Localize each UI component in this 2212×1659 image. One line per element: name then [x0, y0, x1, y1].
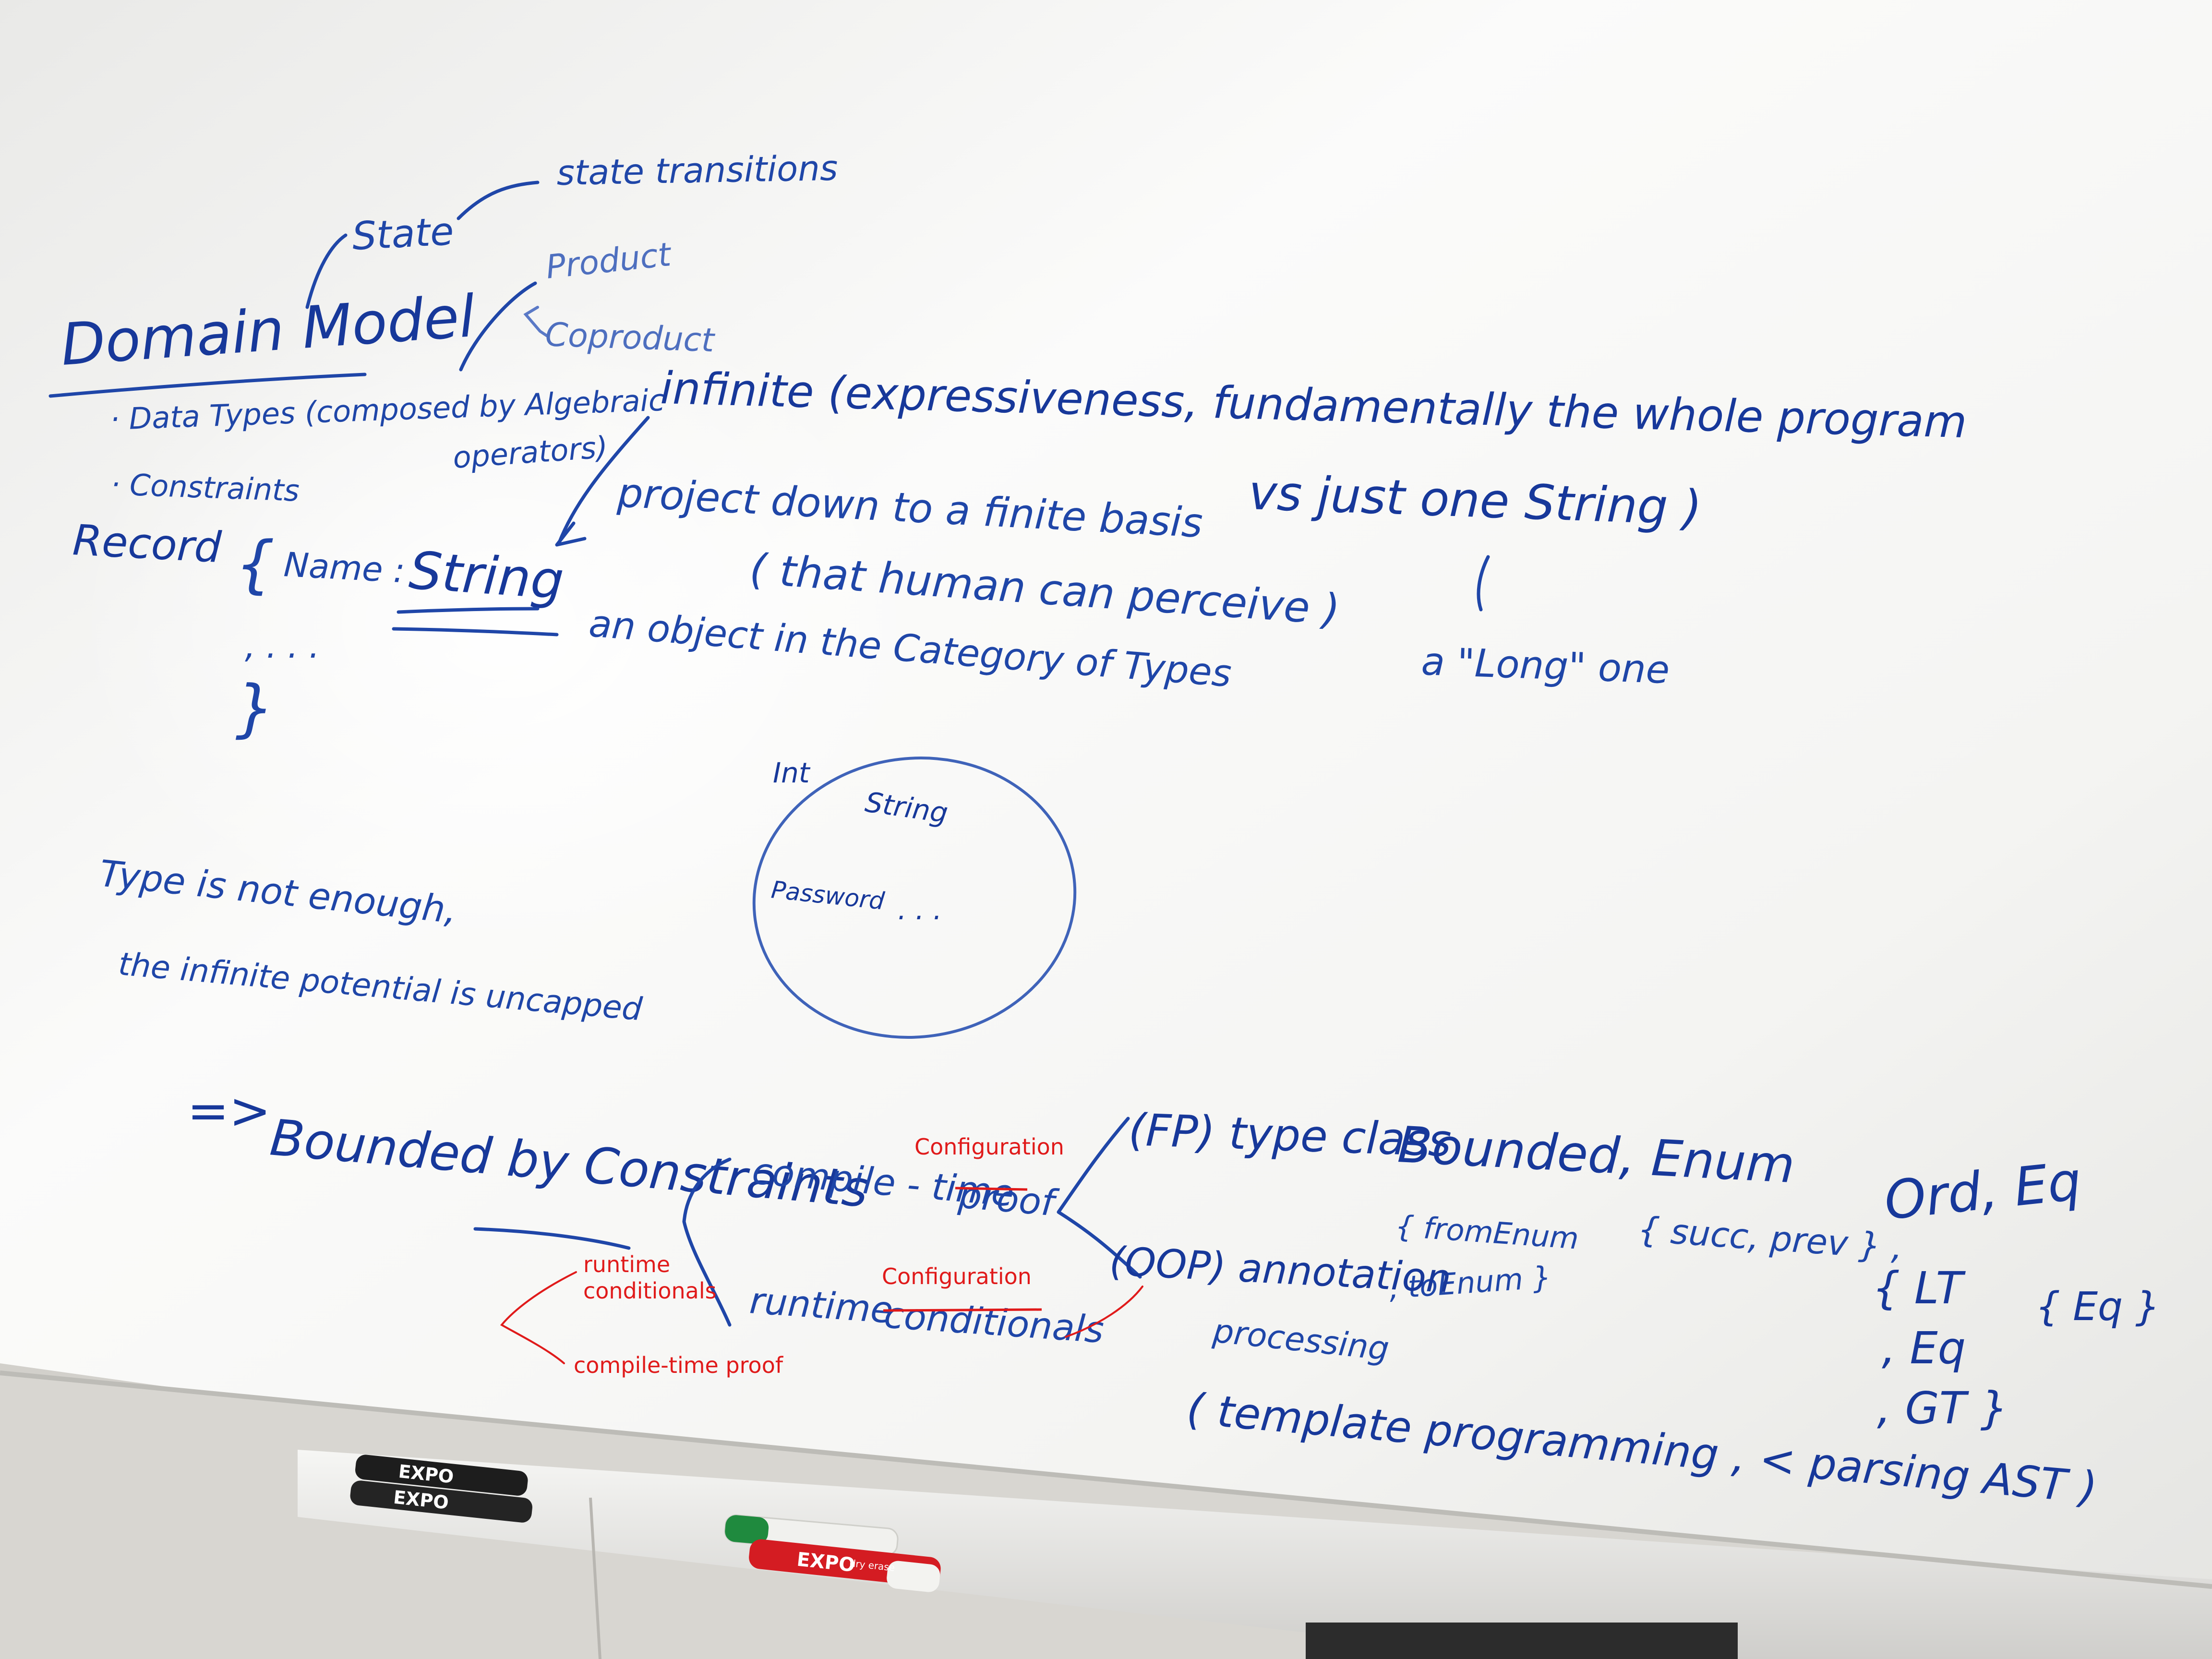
coproduct-text: Coproduct — [544, 316, 716, 360]
ord-eq-item: , Eq — [1882, 1322, 1966, 1374]
red-configuration-top: Configuration — [914, 1134, 1064, 1160]
state-transitions-text: state transitions — [556, 148, 838, 193]
marker-tray — [298, 1450, 2212, 1659]
state-text: State — [351, 209, 455, 259]
implies-arrow: => — [187, 1082, 271, 1140]
runtime-text: runtime — [748, 1279, 895, 1332]
record-field-type: String — [407, 541, 565, 611]
circle-int: Int — [773, 757, 811, 789]
proof-text: proof — [956, 1173, 1060, 1225]
record-more: , . . . — [245, 626, 320, 666]
record-keyword: Record — [72, 515, 223, 572]
circle-ellipsis: . . . — [898, 893, 942, 926]
red-compile-time-proof: compile-time proof — [574, 1352, 784, 1378]
green-marker[interactable] — [724, 1514, 899, 1556]
red-runtime: runtime — [583, 1251, 670, 1277]
ord-lt: { LT — [1872, 1262, 1966, 1314]
black-marker-1[interactable]: EXPO — [354, 1454, 529, 1496]
eq-set: { Eq } — [2035, 1284, 2160, 1330]
ord-gt: , GT } — [1877, 1382, 2008, 1434]
types-category-circle — [752, 757, 1077, 1039]
fp-type-class: (FP) type class — [1128, 1104, 1452, 1166]
black-marker-2[interactable]: EXPO — [349, 1479, 533, 1523]
constraints-bullet: · Constraints — [110, 467, 300, 508]
red-marker[interactable]: EXPO dry erase — [748, 1538, 942, 1593]
record-open-brace: { — [235, 528, 275, 601]
red-configuration-bottom: Configuration — [882, 1263, 1032, 1289]
red-conditionals: conditionals — [583, 1278, 717, 1304]
record-field-name: Name : — [283, 545, 406, 590]
long-one-text: a "Long" one — [1420, 639, 1670, 692]
record-close-brace: } — [235, 672, 275, 745]
